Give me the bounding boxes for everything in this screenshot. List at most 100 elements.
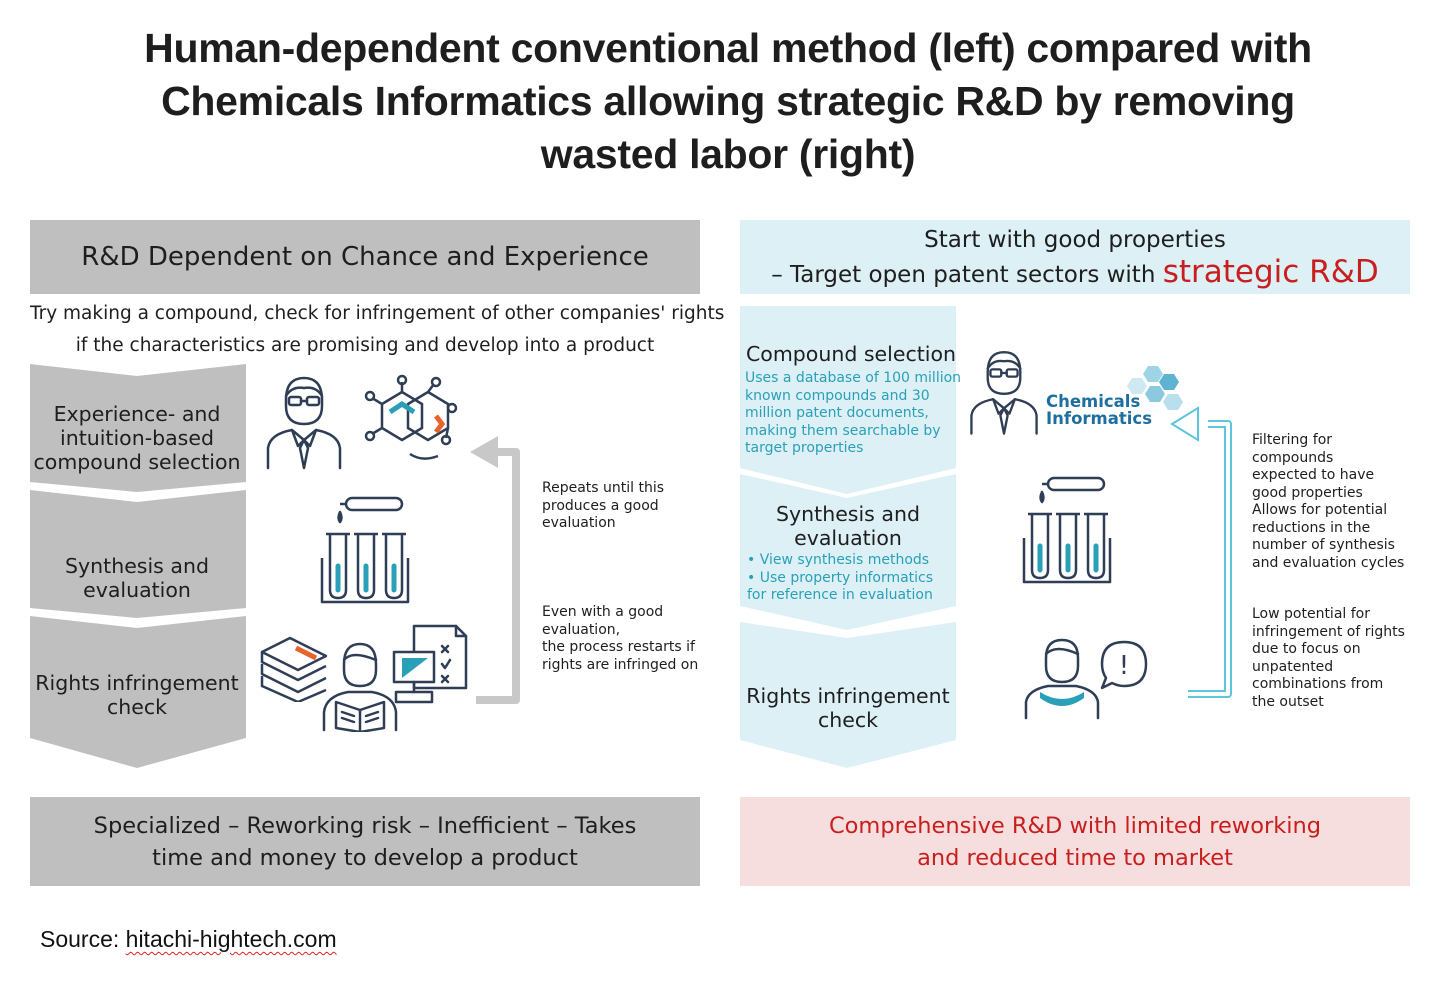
hexagon-cluster-icon xyxy=(1127,366,1183,410)
molecule-icon xyxy=(364,374,458,460)
title-line-2: Chemicals Informatics allowing strategic… xyxy=(161,78,1295,124)
low-line-1: Low potential for xyxy=(1252,606,1370,622)
left-header: R&D Dependent on Chance and Experience xyxy=(30,220,700,294)
right-step-synthesis: Synthesis and evaluation • View synthesi… xyxy=(740,502,956,605)
page-title: Human-dependent conventional method (lef… xyxy=(0,22,1456,181)
left-step-2-line-1: Synthesis and xyxy=(65,554,209,578)
left-note-restart-line-4: rights are infringed on xyxy=(542,656,699,673)
left-step-3-line-2: check xyxy=(106,695,168,719)
books-icon xyxy=(260,636,328,702)
left-repeat-arrow xyxy=(470,436,520,704)
right-header-line-2: – Target open patent sectors with strate… xyxy=(771,256,1379,291)
compound-desc-line-5: target properties xyxy=(745,440,864,456)
right-step-compound-desc: Uses a database of 100 million known com… xyxy=(745,370,962,458)
right-header-line-1: Start with good properties xyxy=(924,226,1226,253)
synthesis-desc-line-1: • View synthesis methods xyxy=(747,552,930,568)
title-line-3: wasted labor (right) xyxy=(540,131,916,177)
test-tubes-icon xyxy=(320,496,410,604)
filter-line-5: Allows for potential xyxy=(1252,502,1388,518)
person-glasses-icon xyxy=(266,376,342,470)
computer-checklist-icon xyxy=(392,624,468,704)
test-tubes-icon xyxy=(1022,476,1112,584)
compound-desc-line-4: making them searchable by xyxy=(745,422,941,439)
right-footer-line-1: Comprehensive R&D with limited reworking xyxy=(828,812,1322,839)
low-line-6: the outset xyxy=(1252,693,1324,710)
left-footer-line-1: Specialized – Reworking risk – Inefficie… xyxy=(93,812,637,839)
left-step-3-shape xyxy=(30,616,246,768)
left-step-arrows xyxy=(30,364,246,768)
low-line-2: infringement of rights xyxy=(1252,623,1405,640)
left-step-1-shape xyxy=(30,364,246,492)
filter-line-4: good properties xyxy=(1252,484,1363,501)
right-step-synthesis-desc: • View synthesis methods • Use property … xyxy=(740,552,956,605)
right-step-arrows xyxy=(740,306,956,768)
right-header-prefix: – Target open patent sectors with xyxy=(771,261,1163,288)
source-credit: Source: hitachi-hightech.com xyxy=(40,926,337,953)
filter-line-3: expected to have xyxy=(1252,467,1375,483)
left-note-restart-line-2: evaluation, xyxy=(542,621,621,638)
rights-title-line-1: Rights infringement xyxy=(746,684,950,708)
rights-title-line-2: check xyxy=(817,708,879,732)
person-alert-icon: ! xyxy=(1024,638,1148,720)
source-link[interactable]: hitachi-hightech.com xyxy=(125,926,337,952)
left-note-repeat-line-3: evaluation xyxy=(542,515,616,531)
compound-desc-line-2: known compounds and 30 xyxy=(745,387,930,404)
person-reading-icon xyxy=(322,642,398,732)
left-note-repeat-line-2: produces a good xyxy=(542,497,659,514)
low-line-4: unpatented xyxy=(1252,658,1334,675)
logo-line-1: Chemicals xyxy=(1046,392,1141,411)
low-line-5: combinations from xyxy=(1252,676,1384,692)
logo-line-2: Informatics xyxy=(1046,409,1153,428)
filter-line-6: reductions in the xyxy=(1252,519,1371,536)
right-step-synthesis-title: Synthesis and evaluation xyxy=(740,502,956,550)
left-step-1: Experience- and intuition-based compound… xyxy=(28,392,246,484)
left-footer: Specialized – Reworking risk – Inefficie… xyxy=(30,797,700,886)
left-step-2: Synthesis and evaluation xyxy=(28,528,246,628)
left-note-repeat: Repeats until this produces a good evalu… xyxy=(542,480,664,533)
right-step-1-shape xyxy=(740,306,956,494)
filter-line-8: and evaluation cycles xyxy=(1252,554,1405,571)
synthesis-title-line-2: evaluation xyxy=(794,526,902,550)
left-note-repeat-line-1: Repeats until this xyxy=(542,480,665,496)
compound-desc-line-1: Uses a database of 100 million xyxy=(745,370,962,386)
left-subtitle-line-1: Try making a compound, check for infring… xyxy=(30,303,725,324)
left-step-2-shape xyxy=(30,490,246,618)
synthesis-desc-line-2: • Use property informatics xyxy=(747,569,934,586)
chemicals-informatics-logo: Chemicals Informatics xyxy=(1046,393,1152,427)
right-step-compound-title: Compound selection xyxy=(745,342,957,366)
right-header-highlight: strategic R&D xyxy=(1162,253,1379,290)
right-step-2-shape xyxy=(740,474,956,630)
source-label: Source: xyxy=(40,926,126,952)
right-step-compound: Compound selection Uses a database of 10… xyxy=(745,342,962,458)
right-step-rights: Rights infringement check xyxy=(740,684,956,732)
left-note-restart-line-3: the process restarts if xyxy=(542,639,695,655)
person-glasses-icon xyxy=(970,351,1038,435)
right-header: Start with good properties – Target open… xyxy=(740,220,1410,294)
left-subtitle-line-2: if the characteristics are promising and… xyxy=(75,335,655,356)
right-filter-arrow xyxy=(1170,406,1232,698)
left-step-2-line-2: evaluation xyxy=(83,578,191,602)
left-step-1-line-1: Experience- and xyxy=(53,402,221,426)
title-line-1: Human-dependent conventional method (lef… xyxy=(144,25,1312,71)
compound-desc-line-3: million patent documents, xyxy=(745,405,929,421)
left-step-1-line-2: intuition-based xyxy=(60,426,214,450)
left-note-restart-line-1: Even with a good xyxy=(542,604,664,620)
right-note-filter: Filtering for compounds expected to have… xyxy=(1252,432,1404,572)
filter-line-2: compounds xyxy=(1252,449,1334,466)
right-footer: Comprehensive R&D with limited reworking… xyxy=(740,797,1410,886)
left-step-3: Rights infringement check xyxy=(28,650,246,740)
left-note-restart: Even with a good evaluation, the process… xyxy=(542,604,698,674)
synthesis-desc-line-3: for reference in evaluation xyxy=(747,587,933,603)
filter-line-1: Filtering for xyxy=(1252,432,1333,448)
left-step-1-line-3: compound selection xyxy=(33,450,241,474)
left-step-3-line-1: Rights infringement xyxy=(35,671,239,695)
right-step-3-shape xyxy=(740,622,956,768)
svg-text:!: ! xyxy=(1119,651,1129,681)
right-footer-line-2: and reduced time to market xyxy=(917,844,1233,871)
left-subtitle: Try making a compound, check for infring… xyxy=(30,298,725,362)
left-footer-line-2: time and money to develop a product xyxy=(152,844,578,871)
synthesis-title-line-1: Synthesis and xyxy=(776,502,920,526)
right-note-low: Low potential for infringement of rights… xyxy=(1252,606,1405,711)
left-header-text: R&D Dependent on Chance and Experience xyxy=(81,242,649,272)
filter-line-7: number of synthesis xyxy=(1252,537,1395,553)
